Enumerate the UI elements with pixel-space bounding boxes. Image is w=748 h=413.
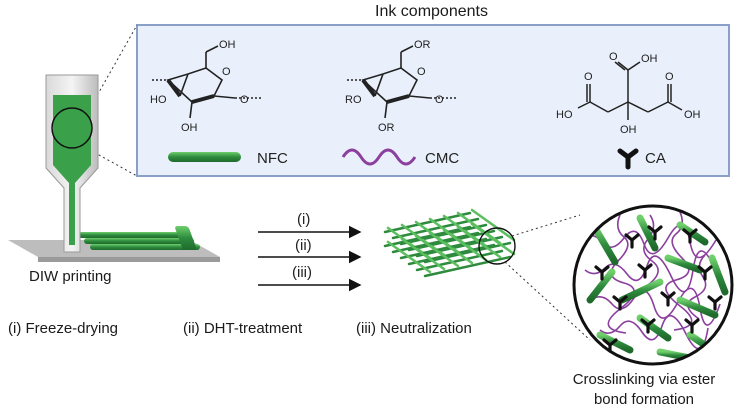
step-label-neutralization: (iii) Neutralization [356,320,472,337]
chem-label: O [609,51,618,63]
step-label-freeze-drying: (i) Freeze-drying [8,320,119,337]
chem-label: O [435,94,444,106]
crosslink-caption-line1: Crosslinking via ester [572,371,716,388]
green-rod-icon [168,152,241,162]
arrow-label: (iii) [292,264,312,281]
printer-nozzle [45,74,99,253]
ca-structure [577,61,683,120]
chem-label: HO [556,109,573,121]
chem-label: O [417,66,426,78]
chem-label: RO [345,94,362,106]
chem-label: O [240,94,249,106]
chem-label: O [222,66,231,78]
chem-label: OH [181,122,198,134]
arrow-label: (ii) [295,237,312,254]
zoom-circle-scaffold [478,227,516,265]
chem-label: HO [150,94,167,106]
ink-components-panel [136,24,730,177]
crosslink-network [572,204,734,366]
printed-filament [78,226,200,250]
zoom-line [504,261,591,341]
chem-label: OR [414,39,431,51]
zoom-line [511,214,581,237]
chem-label: O [665,71,674,83]
chem-label: OR [378,122,395,134]
arrow-label: (i) [297,211,310,228]
zoom-circle-nozzle [51,107,93,149]
nfc-structure [152,45,262,119]
y-shape-icon [617,148,639,170]
process-arrows [258,225,362,292]
step-label-printing: DIW printing [29,268,112,285]
component-key-label: CMC [425,150,459,167]
crosslink-caption-line2: bond formation [593,391,695,408]
chem-label: OH [219,39,236,51]
component-key-label: NFC [257,150,288,167]
scaffold-lattice [383,208,516,278]
chem-label: O [584,71,593,83]
chem-label: OH [620,124,637,136]
chem-label: OH [641,53,658,65]
component-key-label: CA [645,150,666,167]
panel-title: Ink components [375,3,488,20]
cmc-structure [347,45,457,119]
purple-wave-icon [341,148,417,166]
step-label-dht-treatment: (ii) DHT-treatment [183,320,303,337]
zoom-line-bottom [89,149,138,177]
chem-label: OH [684,109,701,121]
